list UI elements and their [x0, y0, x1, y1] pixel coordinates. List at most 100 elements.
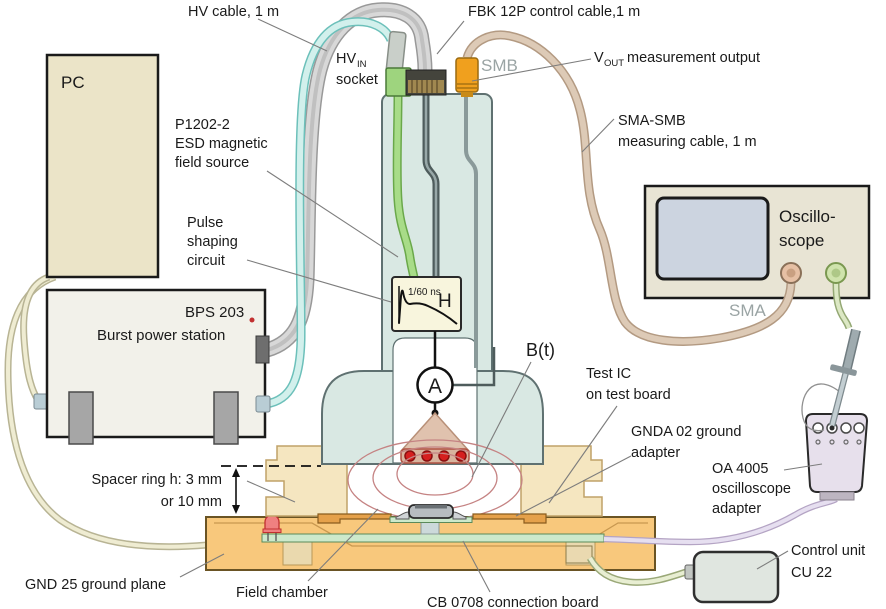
- hv-socket-label: HV: [336, 51, 356, 67]
- sma-smb-label-2: measuring cable, 1 m: [618, 134, 757, 150]
- sma-input-pin: [786, 268, 796, 278]
- test-ic-label-2: on test board: [586, 387, 671, 403]
- fbk-connector: [405, 69, 447, 96]
- current-meter: [416, 366, 454, 404]
- control-unit-cable: [586, 556, 688, 586]
- bps-name-label: Burst power station: [97, 327, 225, 344]
- leader-hv-cable: [257, 18, 328, 52]
- vout-label-sub: OUT: [604, 58, 624, 69]
- hv-cable-label: HV cable, 1 m: [188, 4, 279, 20]
- bps-power-station: BPS 203 Burst power station: [45, 288, 267, 445]
- annotations: HV cable, 1 m FBK 12P control cable,1 m …: [25, 4, 865, 609]
- oscilloscope-label-2: scope: [779, 231, 824, 250]
- gnda-adapter-right: [472, 513, 547, 524]
- pc-label: PC: [61, 73, 85, 92]
- status-led: [262, 514, 282, 541]
- sma-label: SMA: [729, 301, 767, 320]
- oscilloscope-screen: [655, 196, 770, 281]
- board-cable-connector: [565, 545, 593, 564]
- hv-cable: [255, 17, 407, 413]
- p1202-label-1: P1202-2: [175, 117, 230, 133]
- field-chamber-label: Field chamber: [236, 585, 328, 601]
- leader-cb0708: [462, 540, 491, 593]
- oscilloscope-probe: [828, 328, 861, 427]
- leader-sma-smb: [581, 118, 615, 153]
- fbk-control-cable: [255, 2, 433, 364]
- gnda-adapter-left: [317, 513, 392, 524]
- gnda-label-2: adapter: [631, 445, 680, 461]
- leader-cu22: [756, 550, 789, 570]
- oa4005-label-2: oscilloscope: [712, 481, 791, 497]
- leader-p1202: [266, 170, 399, 258]
- bps-foot-right: [213, 391, 239, 445]
- oa4005-label-1: OA 4005: [712, 461, 768, 477]
- test-ic: [395, 504, 467, 520]
- spacer-ring-label-1: Spacer ring h: 3 mm: [91, 472, 222, 488]
- leader-vout: [471, 58, 592, 82]
- leader-spacer: [246, 480, 296, 503]
- gnda-label-1: GNDA 02 ground: [631, 424, 741, 440]
- p1202-field-source: 1/60 ns H A: [321, 57, 544, 521]
- bps-fbk-port: [255, 335, 270, 364]
- cb0708-label: CB 0708 connection board: [427, 595, 599, 609]
- pulse-label-1: Pulse: [187, 215, 223, 231]
- board-assembly: [317, 504, 547, 524]
- chamber-support-left: [282, 540, 313, 566]
- vout-label: V: [594, 50, 604, 66]
- h-field-label: H: [438, 291, 452, 312]
- probe-input-pin: [831, 268, 841, 278]
- control-unit-cu22: [684, 550, 780, 604]
- ground-plane-assembly: [205, 514, 656, 571]
- pulse-shaping-circuit: 1/60 ns H: [391, 276, 462, 332]
- control-unit-label-1: Control unit: [791, 543, 865, 559]
- cb0708-connection-board: [261, 533, 605, 543]
- smb-label: SMB: [481, 56, 518, 75]
- bps-indicator-led: [249, 317, 255, 323]
- leader-test-ic: [548, 405, 618, 504]
- spacer-ring-label-2: or 10 mm: [161, 494, 222, 510]
- vout-label-rest: measurement output: [627, 50, 760, 66]
- hv-socket-label-2: socket: [336, 72, 378, 88]
- bps-model-label: BPS 203: [185, 304, 244, 321]
- pc-cables: [4, 273, 208, 551]
- gnd25-label: GND 25 ground plane: [25, 577, 166, 593]
- pulse-width-label: 1/60 ns: [408, 287, 441, 298]
- smb-connector: [455, 57, 479, 97]
- oa4005-adapter: [801, 328, 869, 501]
- leader-pulse: [246, 259, 392, 303]
- sense-return-path: [452, 347, 496, 387]
- oscilloscope-label-1: Oscillo-: [779, 207, 836, 226]
- coil-body: [400, 448, 470, 464]
- leader-gnda: [515, 455, 632, 517]
- leader-bt: [471, 361, 532, 478]
- bps-hv-port: [255, 395, 271, 413]
- p1202-label-2: ESD magnetic: [175, 136, 268, 152]
- leader-field-chamber: [307, 508, 379, 582]
- oa4005-label-3: adapter: [712, 501, 761, 517]
- test-ic-label-1: Test IC: [586, 366, 631, 382]
- probe-tip-contact: [829, 425, 835, 431]
- p1202-label-3: field source: [175, 155, 249, 171]
- adapter-bottom-tab: [819, 491, 855, 501]
- bps-foot-left: [68, 391, 94, 445]
- pulse-label-2: shaping: [187, 234, 238, 250]
- current-meter-label: A: [428, 375, 442, 398]
- sma-smb-label-1: SMA-SMB: [618, 113, 686, 129]
- adapter-cable: [603, 496, 838, 546]
- sma-smb-cable: [462, 30, 796, 346]
- leader-gnd25: [179, 553, 225, 578]
- probe-ground-lead: [801, 383, 841, 432]
- hv-socket-label-sub: IN: [357, 59, 367, 70]
- pc-computer: PC: [45, 53, 160, 279]
- probe-flange: [830, 364, 857, 376]
- fbk-cable-label: FBK 12P control cable,1 m: [468, 4, 640, 20]
- bt-field-label: B(t): [526, 340, 555, 360]
- leader-oa4005: [783, 463, 823, 471]
- pulse-label-3: circuit: [187, 253, 225, 269]
- height-dimension-arrow: [232, 468, 240, 514]
- control-unit-label-2: CU 22: [791, 565, 832, 581]
- pulse-waveform: [398, 289, 458, 325]
- oscilloscope-connectors: [780, 262, 847, 284]
- leader-fbk: [436, 20, 465, 55]
